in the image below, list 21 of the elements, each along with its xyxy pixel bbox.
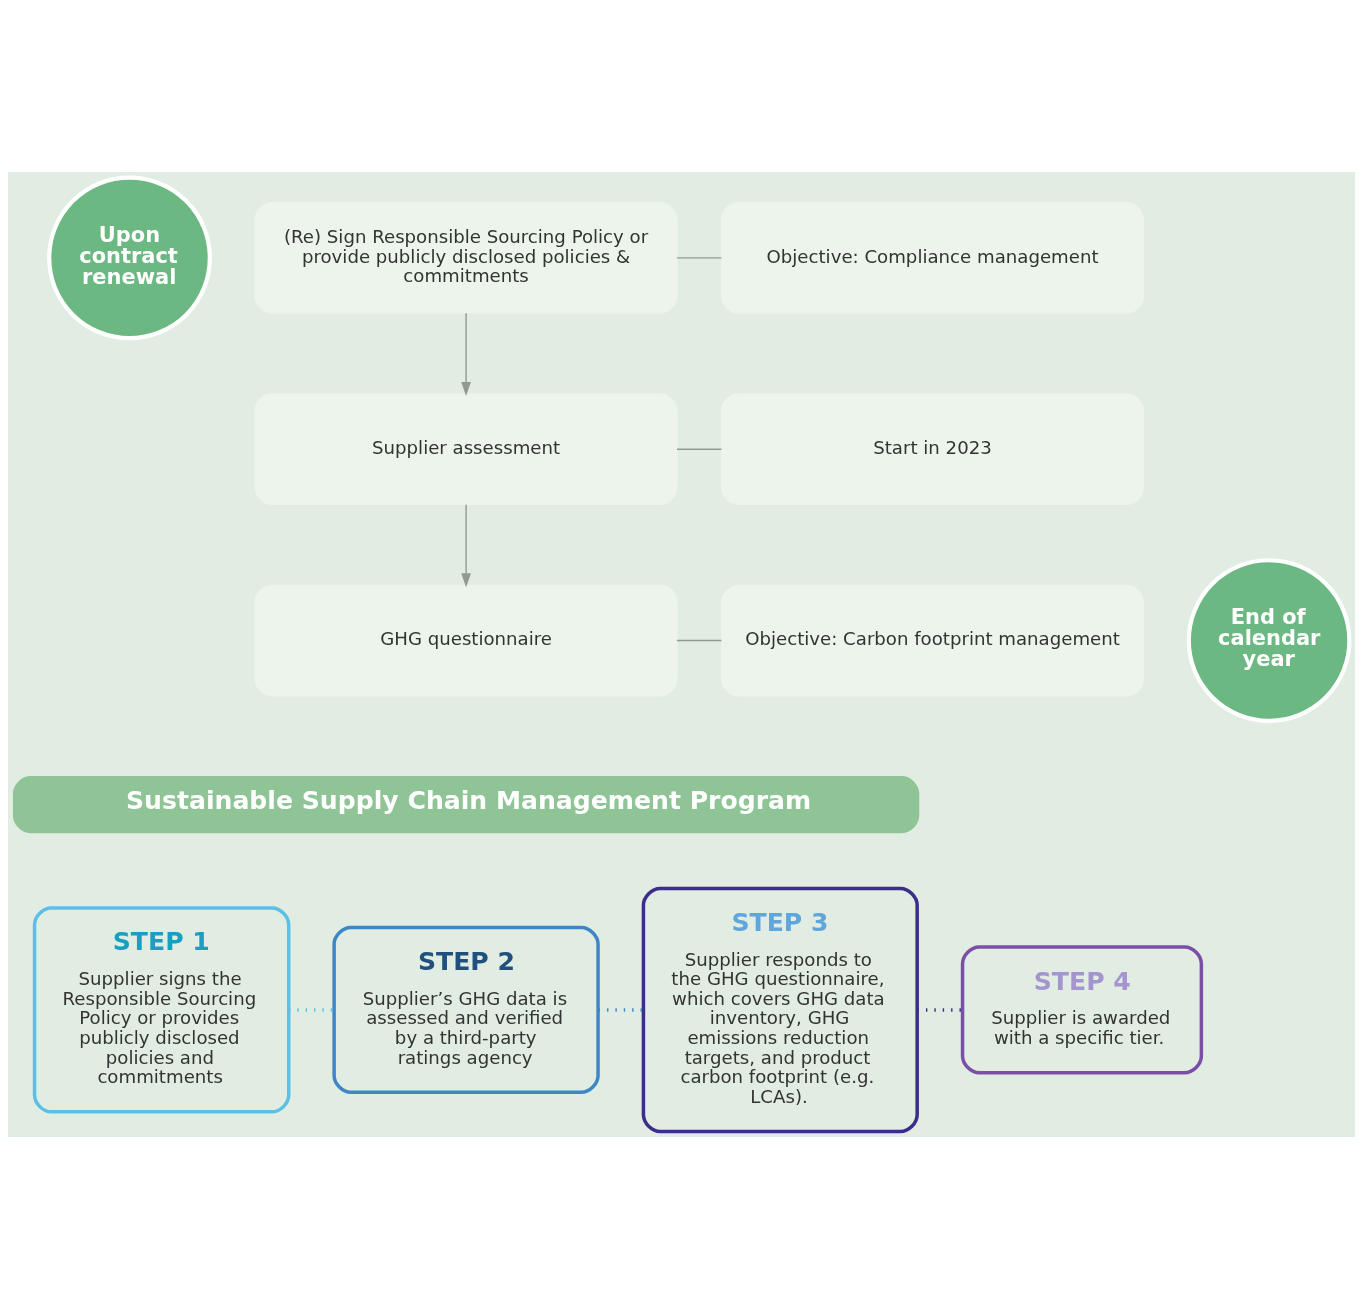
node-circle: End of calendar year [1186,557,1352,723]
node-box: (Re) Sign Responsible Sourcing Policy or provide publicly disclosed policies & commitments [254,201,678,314]
node-box: Sustainable Supply Chain Management Program [12,775,920,833]
node-box: STEP 3 Supplier responds to the GHG questionnaire, which covers GHG data inventory, GHG emissions reduction targets, and product carbon footprint (e.g. LCAs). [641,886,919,1133]
arrow [461,312,471,396]
node-circle: Upon contract renewal [47,175,212,340]
node-box: GHG questionnaire [254,584,678,696]
node-box: Start in 2023 [720,392,1145,505]
connector [598,1007,644,1012]
connector [676,448,723,450]
connector [917,1007,963,1012]
node-box: STEP 2 Supplier’s GHG data is assessed and verified by a third-party ratings agency [332,925,600,1094]
arrow [461,503,471,587]
node-box: Supplier assessment [254,392,678,505]
node-box: STEP 1 Supplier signs the Responsible Sourcing Policy or provides publicly disclosed policies and commitments [32,905,291,1114]
connector [288,1007,334,1012]
connector [676,639,723,641]
node-box: STEP 4 Supplier is awarded with a specific tier. [960,944,1204,1074]
node-box: Objective: Compliance management [720,201,1145,314]
connector [676,256,723,259]
node-box: Objective: Carbon footprint management [720,584,1145,696]
